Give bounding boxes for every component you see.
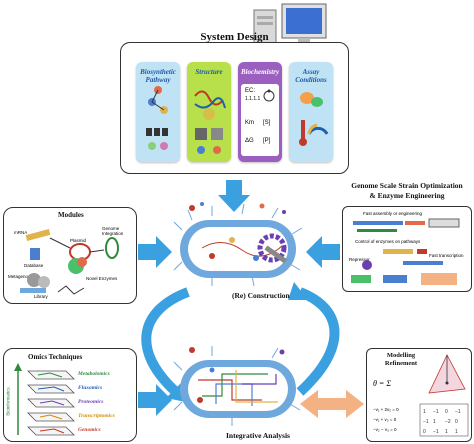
card-biosynthetic-pathway: Biosynthetic Pathway — [136, 62, 180, 162]
system-design-title: System Design — [200, 31, 269, 43]
molecule-icon — [263, 89, 275, 102]
omics-item-transcriptomics: Transcriptomics — [78, 413, 115, 419]
card-biochemistry: Biochemistry EC: 1.1.1.1 Km [S] ΔG [P] — [238, 62, 282, 162]
omics-item-fluxomics: Fluxomics — [78, 385, 103, 391]
genome-illustration — [351, 218, 460, 285]
modelling-formula: θ = Σ — [373, 379, 392, 388]
svg-text:−1: −1 — [433, 409, 439, 415]
library-label: Library — [34, 294, 48, 299]
svg-text:1: 1 — [433, 419, 436, 425]
genome-panel: Fast assembly or engineering Control of … — [342, 206, 472, 292]
metagenomics-label: Metagenomics — [8, 274, 38, 279]
svg-text:−1: −1 — [423, 419, 429, 425]
omics-item-proteomics: Proteomics — [78, 399, 104, 405]
novel-enzymes-label: Novel Enzymes — [86, 276, 118, 281]
modelling-panel: Modelling Refinement θ = Σ −v₁ + 2v₂ = 0… — [366, 348, 472, 442]
svg-text:−1: −1 — [433, 429, 439, 435]
cell-integrative-illustration — [173, 346, 301, 426]
assay-icon — [299, 92, 329, 146]
double-arrow-icon — [300, 390, 364, 418]
svg-text:1: 1 — [455, 429, 458, 435]
curved-arrow-right-icon — [296, 287, 340, 396]
matrix-row: −v₂ − v₃ = 0 — [373, 427, 397, 432]
svg-text:1: 1 — [445, 429, 448, 435]
integrative-label: Integrative Analysis — [226, 431, 290, 440]
svg-text:−2: −2 — [445, 419, 451, 425]
omics-title: Omics Techniques — [28, 353, 83, 361]
card-structure: Structure — [187, 62, 231, 162]
right-arrow-icon — [138, 236, 172, 268]
card-assay-conditions: Assay Conditions — [289, 62, 333, 162]
reconstruction-label: (Re) Construction — [232, 291, 290, 300]
omics-layers-illustration — [14, 363, 75, 436]
svg-text:0: 0 — [455, 419, 458, 425]
plasmid-label: Plasmid — [70, 238, 87, 243]
omics-panel: Omics Techniques Bioinformatics Metabolo… — [3, 348, 137, 442]
database-label: Database — [24, 263, 44, 268]
mrna-label: mRNA — [14, 230, 28, 235]
matrix-row: −v₁ + v₃ = 0 — [373, 417, 397, 422]
wrench-icon — [264, 245, 287, 264]
left-arrow-icon — [306, 236, 340, 268]
stoichiometric-matrix: 1 −1 0 −1 −1 1 −2 0 0 −1 1 1 — [419, 403, 469, 437]
modules-illustration — [20, 228, 119, 295]
genome-integration-label: Genome Integration — [102, 226, 124, 236]
svg-text:0: 0 — [445, 409, 448, 415]
pathway-icon — [146, 86, 168, 150]
protein-structure-icon — [194, 90, 226, 154]
genome-title: Genome Scale Strain Optimization & Enzym… — [351, 181, 463, 200]
cell-reconstruction-illustration — [173, 202, 303, 287]
svg-text:−1: −1 — [455, 409, 461, 415]
down-arrow-icon — [218, 180, 250, 212]
svg-text:1: 1 — [423, 409, 426, 415]
svg-text:0: 0 — [423, 429, 426, 435]
biochemistry-sheet: EC: 1.1.1.1 Km [S] ΔG [P] — [241, 84, 279, 156]
curved-arrow-left-icon — [141, 287, 190, 396]
gear-icon — [257, 233, 287, 263]
omics-item-genomics: Genomics — [78, 427, 101, 433]
omics-item-metabolomics: Metabolomics — [78, 371, 110, 377]
modules-panel: Modules mRNA Plasmid Genome Integration … — [3, 207, 137, 304]
modules-title: Modules — [58, 211, 84, 219]
matrix-row: −v₁ + 2v₂ = 0 — [373, 407, 399, 412]
modelling-title: Modelling Refinement — [384, 352, 418, 367]
flux-cone-icon — [428, 354, 466, 394]
